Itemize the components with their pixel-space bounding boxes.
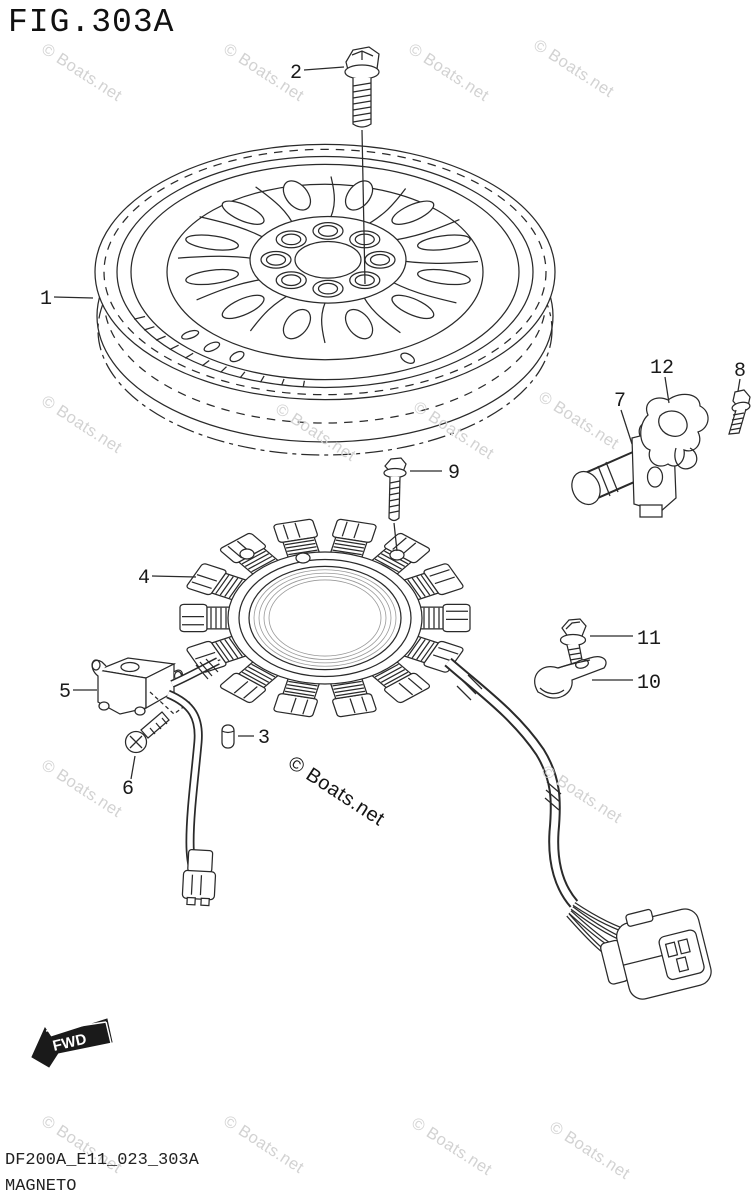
part-label-2: 2: [290, 62, 302, 85]
fwd-arrow: FWD: [32, 1019, 112, 1067]
part-label-7: 7: [614, 390, 626, 413]
part-label-12: 12: [650, 357, 674, 380]
part-label-3: 3: [258, 727, 270, 750]
screw-6-illustration: [126, 712, 170, 753]
pulser-lead-wire: [168, 659, 218, 906]
part-label-8: 8: [734, 360, 746, 383]
part-label-11: 11: [637, 628, 661, 651]
flywheel-illustration: [95, 144, 555, 455]
callout-leader-lines: [54, 67, 740, 779]
part-label-9: 9: [448, 462, 460, 485]
harness-connector: [594, 898, 714, 1006]
bolt-11-illustration: [561, 619, 587, 666]
part-label-6: 6: [122, 778, 134, 801]
fwd-arrow-label: FWD: [51, 1031, 88, 1055]
flywheel-bolt-illustration: [345, 47, 379, 284]
diagram-code: DF200A_E11_023_303A: [5, 1151, 199, 1170]
stator-bolt-illustration: [384, 458, 406, 551]
screw-8-illustration: [729, 390, 751, 434]
dowel-pin-illustration: [222, 725, 234, 748]
clamp-10-illustration: [535, 657, 606, 698]
stator-output-cable: [448, 662, 714, 1006]
figure-title: FIG.303A: [8, 4, 175, 41]
hook-clamp-illustration: [641, 394, 708, 469]
part-label-10: 10: [637, 672, 661, 695]
part-label-5: 5: [59, 681, 71, 704]
stator-illustration: [180, 519, 470, 717]
part-label-1: 1: [40, 288, 52, 311]
part-label-4: 4: [138, 567, 150, 590]
callout-labels: 1 2 3 4 5 6 7 8 9 10 11 12: [40, 62, 746, 801]
diagram-name: MAGNETO: [5, 1177, 77, 1196]
